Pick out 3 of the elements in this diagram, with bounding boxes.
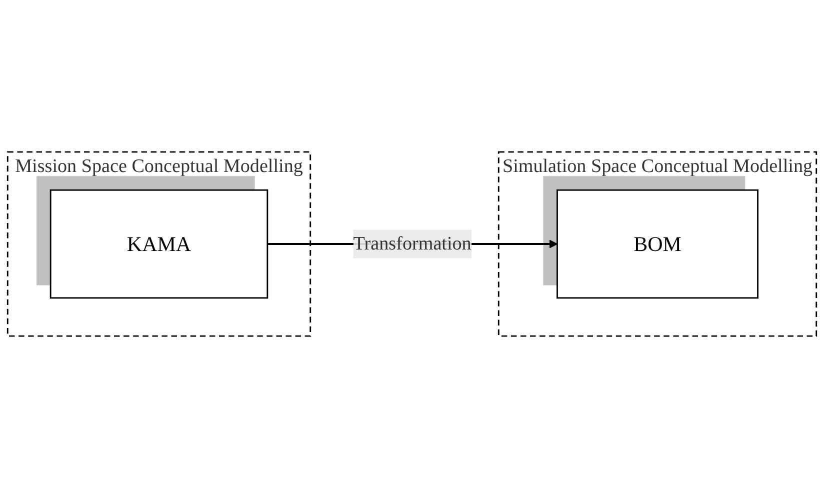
edge-label: Transformation xyxy=(353,234,472,254)
node-box: BOM xyxy=(556,189,758,299)
node-box: KAMA xyxy=(50,189,268,299)
